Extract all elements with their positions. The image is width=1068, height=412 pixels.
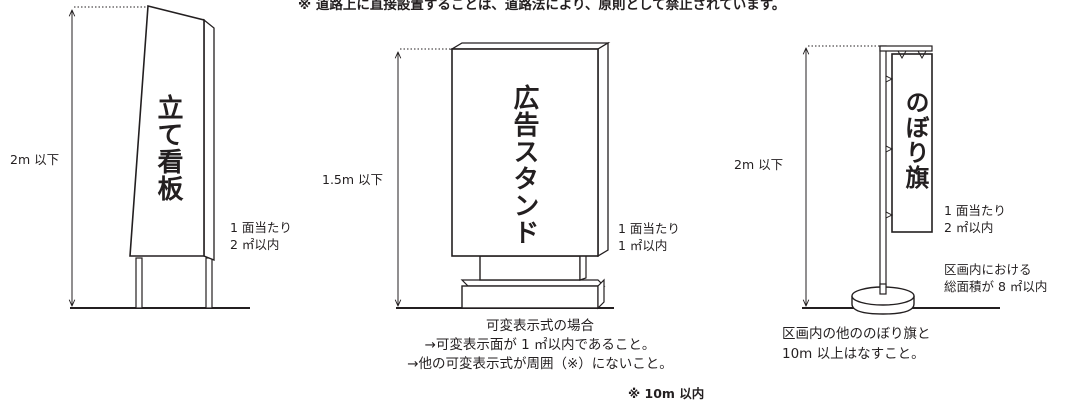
sign3-condition-2: 10m 以上はなすこと。 [782,346,925,362]
sign1-area-line1: 1 面当たり [230,220,292,235]
sign3-height-label: 2m 以下 [734,157,784,172]
sign2-title: 広告スタンド [509,84,539,246]
sign3-condition-1: 区画内の他ののぼり旗と [782,326,931,342]
flag-clip-3 [885,211,894,219]
sign2-condition-1: →可変表示面が 1 ㎡以内であること。 [424,337,656,353]
nobori-flag-figure [802,45,1000,315]
sign1-area-line2: 2 ㎡以内 [230,237,280,252]
sign2-height-label: 1.5m 以下 [322,172,384,187]
sign2-footnote: ※ 10m 以内 [628,386,705,401]
sign1-title: 立て看板 [153,94,183,202]
sign2-area-line2: 1 ㎡以内 [618,238,668,253]
ad-stand-figure [396,41,614,310]
sign2-condition-title: 可変表示式の場合 [486,318,594,334]
signboard-front [129,4,205,257]
sign3-area-line1: 1 面当たり [944,203,1006,218]
flag-pole [879,45,887,289]
flag-clip-2 [885,145,894,153]
signboard-side [203,18,215,261]
stand-box-side [597,41,609,258]
flag-top-clip-1 [897,50,907,60]
standing-signboard-figure [70,4,250,309]
signboard-leg-right [205,257,213,309]
stand-box-front [451,48,599,257]
flag-pole-lower [879,283,887,295]
stand-box-top [449,42,611,50]
sign2-area-line1: 1 面当たり [618,221,680,236]
sign3-title: のぼり旗 [901,90,929,190]
flag-clip-1 [885,75,894,83]
stand-base-side [597,278,605,310]
sign1-height-label: 2m 以下 [10,152,60,167]
sign3-total-line2: 総面積が 8 ㎡以内 [944,279,1048,294]
sign2-condition-2: →他の可変表示式が周囲（※）にないこと。 [407,356,673,372]
sign3-total-line1: 区画内における [944,262,1032,277]
top-note: ※ 道路上に直接設置することは、道路法により、原則として禁止されています。 [298,0,786,13]
flag-top-bar [879,45,933,52]
signboard-leg-left [135,257,143,309]
stand-base-top [460,279,606,287]
flag-top-clip-2 [917,50,927,60]
stand-base-front [461,285,599,309]
flag-cloth [891,53,933,233]
sign3-area-line2: 2 ㎡以内 [944,220,994,235]
stand-pedestal [479,255,581,281]
